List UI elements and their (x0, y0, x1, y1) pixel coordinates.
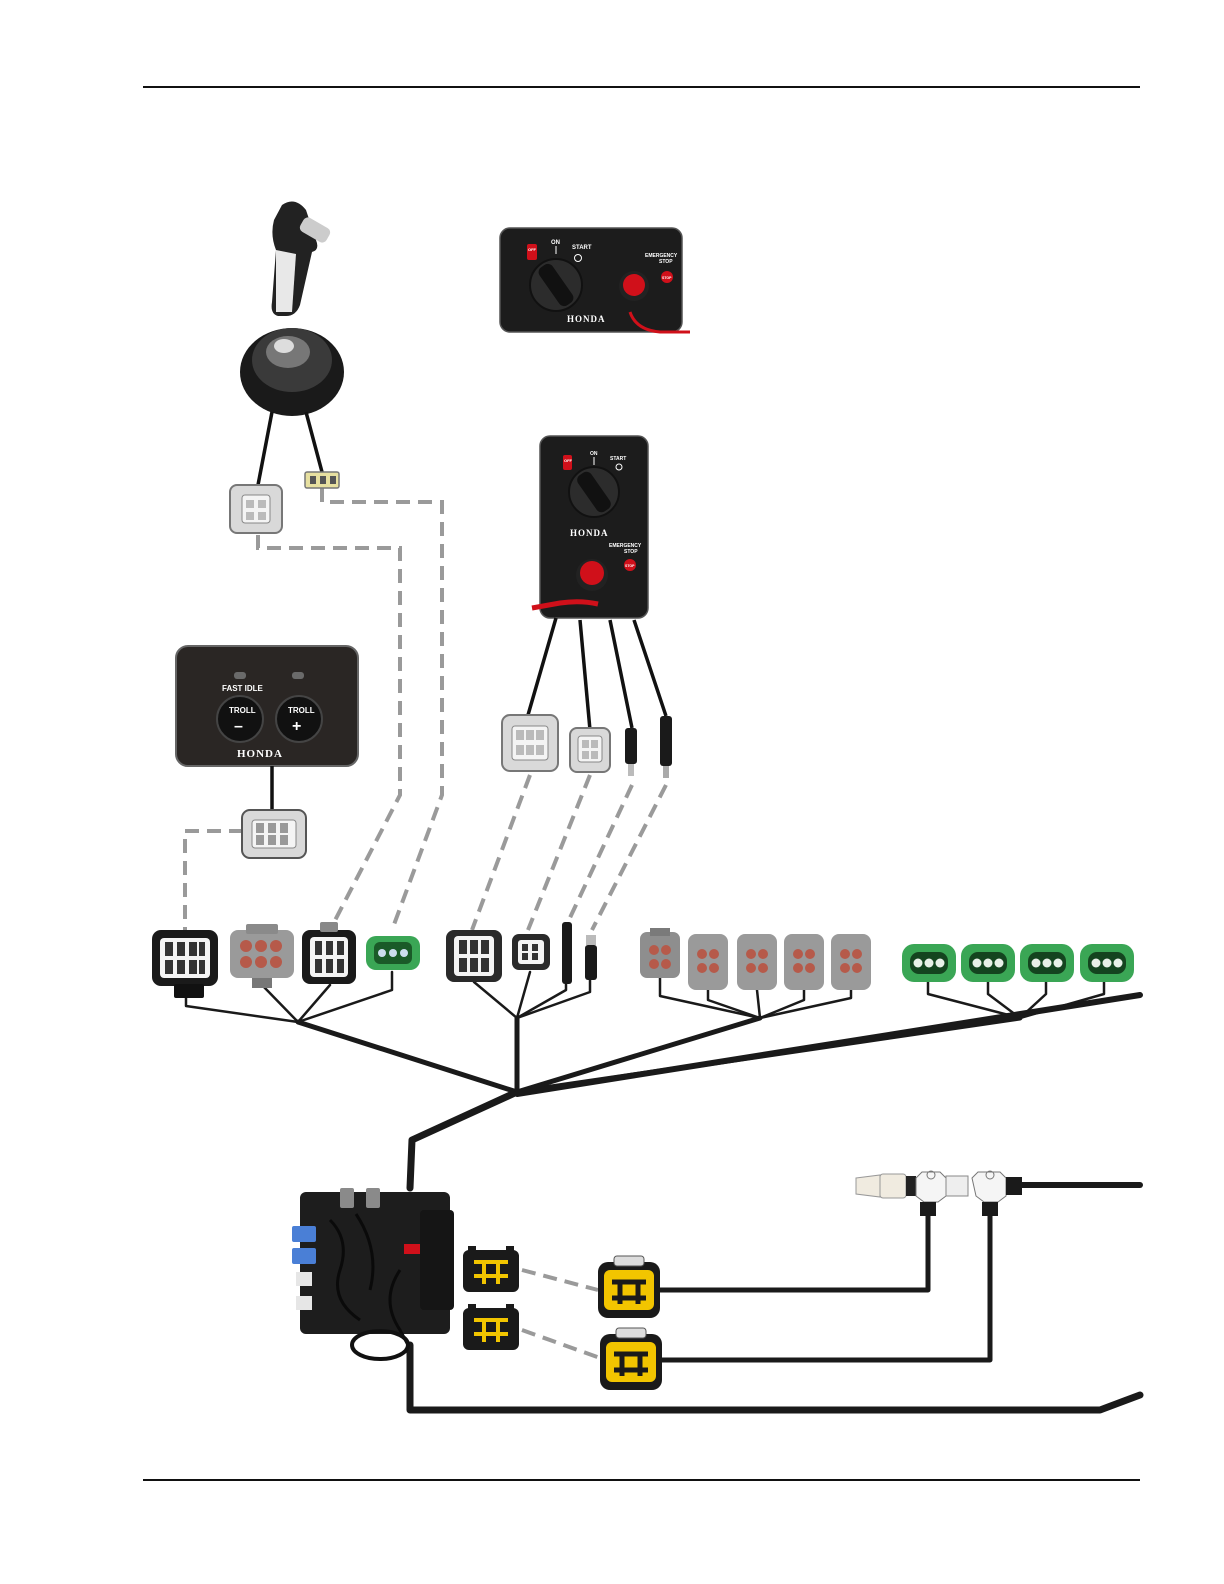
dashed-link-rc-4 (592, 785, 666, 930)
dashed-link-troll-connector (185, 831, 243, 930)
harness-trunk (410, 1092, 517, 1188)
dashed-link-rc-1 (472, 775, 530, 930)
start-label: START (572, 245, 592, 251)
lever-connector-gray (230, 485, 282, 533)
stop-label: STOP (662, 276, 672, 280)
emergency-stop-knob (580, 561, 604, 585)
fan-mid-1 (474, 982, 517, 1018)
harness-connector-4pin-mid (512, 934, 550, 970)
lever-connector-yellow (305, 472, 339, 488)
harness-connector-6pin-mid (446, 930, 502, 982)
gray-connector-1 (640, 928, 680, 978)
gray-connector-5 (831, 934, 871, 990)
fan-gray-2 (708, 990, 760, 1018)
yellow-upper-cable (660, 1212, 928, 1290)
branch-left (298, 1022, 517, 1092)
harness-bullet-connector-2 (585, 935, 597, 980)
green-connector-2 (961, 944, 1015, 982)
remote-control-box-vertical: OFF ON START HONDA EMERGENCY STOP STOP (528, 436, 666, 730)
fast-idle-label: FAST IDLE (222, 684, 264, 693)
brand-label: HONDA (567, 314, 606, 324)
on-label: ON (551, 240, 560, 246)
brand-label: HONDA (570, 528, 609, 538)
green-connector-1 (902, 944, 956, 982)
fan-green-1 (928, 980, 1020, 1018)
network-backbone-assembly (856, 1171, 1022, 1216)
terminator-cap (856, 1175, 880, 1197)
green-connector-3 (1020, 944, 1074, 982)
dashed-link-yellow-lower (522, 1330, 600, 1358)
fan-gray-5 (760, 990, 851, 1018)
fan-gray-3 (757, 990, 760, 1018)
harness-connector-gray-group (640, 928, 871, 990)
yellow-plug-upper (598, 1256, 660, 1318)
emergency-stop-knob (623, 274, 645, 296)
start-label: START (610, 456, 626, 462)
harness-connector-8pin-black (152, 930, 218, 998)
troll-minus-label: TROLL (229, 706, 256, 715)
rc-connector-4pin (570, 728, 610, 772)
emergency-label-2: STOP (624, 549, 638, 555)
junction-box (292, 1188, 454, 1359)
troll-control-panel: FAST IDLE TROLL – TROLL + HONDA (176, 646, 358, 810)
yellow-plug-lower (600, 1328, 662, 1390)
yellow-socket-lower (463, 1304, 519, 1350)
branch-gray-group (517, 1018, 760, 1092)
troll-minus-sign: – (234, 718, 243, 735)
troll-plus-label: TROLL (288, 706, 315, 715)
throttle-lever (240, 201, 344, 485)
green-connector-4 (1080, 944, 1134, 982)
rc-connector-6pin (502, 715, 558, 771)
yellow-lower-cable (660, 1212, 990, 1360)
dashed-link-rc-2 (528, 775, 590, 930)
t-connector-1 (916, 1171, 946, 1216)
off-label: OFF (564, 458, 573, 463)
t-connector-2 (972, 1171, 1006, 1216)
blue-connector-2 (292, 1248, 316, 1264)
brand-label: HONDA (237, 748, 283, 760)
dashed-link-yellow-upper (522, 1270, 598, 1290)
harness-bullet-connector-1 (562, 922, 572, 984)
rc-bullet-connector-2 (660, 716, 672, 778)
troll-plus-sign: + (292, 718, 301, 735)
yellow-socket-upper (463, 1246, 519, 1292)
red-fuse (404, 1244, 420, 1254)
troll-panel-connector (242, 810, 306, 858)
gray-connector-3 (737, 934, 777, 990)
emergency-label-2: STOP (659, 259, 673, 265)
gray-connector-2 (688, 934, 728, 990)
blue-connector-1 (292, 1226, 316, 1242)
remote-control-box-horizontal: OFF ON START EMERGENCY STOP STOP HONDA (500, 228, 690, 332)
harness-connector-3pin-green (366, 936, 420, 970)
harness-connector-6pin-gray-red (230, 924, 294, 988)
gray-connector-4 (784, 934, 824, 990)
on-label: ON (590, 451, 598, 457)
off-label: OFF (528, 247, 537, 252)
rc-bullet-connector-1 (625, 728, 637, 776)
lower-main-cable (410, 1345, 1140, 1410)
harness-connector-6pin-white (302, 922, 356, 984)
stop-label: STOP (625, 564, 635, 568)
harness-connector-green-group (902, 944, 1134, 982)
